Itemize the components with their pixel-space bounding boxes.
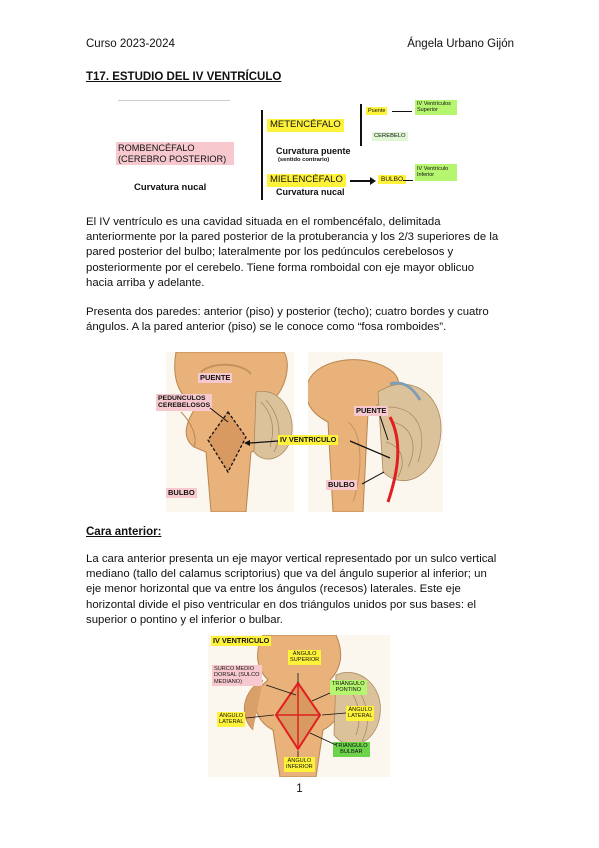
- fig2-angulo-inferior-label: ÁNGULO INFERIOR: [284, 757, 315, 772]
- bulbo-connector: [403, 180, 413, 181]
- fig2-triangulo-bulbar-label: TRIÁNGULO BULBAR: [333, 742, 370, 757]
- p2-line: ángulos. A la pared anterior (piso) se l…: [86, 321, 447, 334]
- puente-connector: [392, 111, 412, 112]
- brainstem-sagittal-illustration: [308, 359, 442, 512]
- curvatura-puente-label: Curvatura puente: [276, 146, 351, 156]
- scheme-top-rule: [118, 100, 230, 101]
- fig1-iv-ventriculo-label: IV VENTRICULO: [278, 435, 339, 446]
- met-bracket: [360, 104, 362, 146]
- fig2-iv-ventriculo-label: IV VENTRICULO: [211, 636, 272, 647]
- p3-line: La cara anterior presenta un eje mayor v…: [86, 553, 497, 565]
- cara-anterior-heading: Cara anterior:: [86, 526, 162, 538]
- page-number: 1: [296, 783, 303, 795]
- fig1-puente-label: PUENTE: [198, 373, 233, 384]
- p3-line: eje menor horizontal que va entre los án…: [86, 583, 461, 596]
- p1-line: pared posterior del bulbo; lateralmente …: [86, 246, 454, 259]
- fig1-bulbo-left-label: BULBO: [166, 488, 197, 499]
- puente-label: Puente: [366, 107, 388, 116]
- curvatura-nucal-left: Curvatura nucal: [134, 182, 207, 193]
- walls-paragraph: Presenta dos paredes: anterior (piso) y …: [86, 305, 516, 335]
- p1-line: posteriormente por el cerebelo. Tiene fo…: [86, 261, 475, 274]
- document-title: T17. ESTUDIO DEL IV VENTRÍCULO: [86, 71, 282, 83]
- figure1-pointer-lines: [209, 407, 391, 485]
- p2-line: Presenta dos paredes: anterior (piso) y …: [86, 306, 489, 318]
- figure2-pointer-lines: [245, 673, 347, 757]
- iv-inferior-label: IV Ventrículo Inferior: [415, 164, 457, 181]
- metencefalo-label: METENCÉFALO: [267, 119, 344, 132]
- intro-paragraph: El IV ventrículo es una cavidad situada …: [86, 215, 516, 291]
- fig2-angulo-lateral-left-label: ÁNGULO LATERAL: [217, 712, 246, 727]
- rombencefalo-scheme: ROMBENCÉFALO (CEREBRO POSTERIOR) Curvatu…: [110, 98, 490, 200]
- scheme-bracket: [261, 110, 263, 200]
- iv-superior-label: IV Ventrículos Superior: [415, 100, 457, 115]
- fig2-angulo-superior-label: ÁNGULO SUPERIOR: [288, 650, 322, 665]
- fig2-triangulo-pontino-label: TRIÁNGULO PONTINO: [330, 680, 367, 695]
- bulbo-arrow-head: [370, 177, 376, 185]
- header-course: Curso 2023-2024: [86, 38, 175, 50]
- p1-line: El IV ventrículo es una cavidad situada …: [86, 216, 441, 228]
- bulbo-label: BULBO: [378, 175, 407, 185]
- curvatura-nucal-bottom: Curvatura nucal: [276, 187, 345, 197]
- fig1-bulbo-right-label: BULBO: [326, 480, 357, 491]
- bulbo-arrow-line: [350, 180, 372, 182]
- p3-line: horizontal divide el piso ventricular en…: [86, 598, 477, 611]
- p1-line: anteriormente por la pared posterior de …: [86, 231, 499, 244]
- rombencefalo-label: ROMBENCÉFALO (CEREBRO POSTERIOR): [116, 142, 234, 166]
- header-author: Ángela Urbano Gijón: [407, 38, 514, 50]
- fig2-surco-label: SURCO MEDIO DORSAL (SULCO MEDIANO): [212, 665, 262, 687]
- p1-line: hacia arriba y adelante.: [86, 276, 205, 289]
- fig1-puente-right-label: PUENTE: [354, 406, 389, 417]
- p3-line: superior o pontino y el inferior o bulba…: [86, 613, 283, 626]
- cara-anterior-paragraph: La cara anterior presenta un eje mayor v…: [86, 552, 516, 628]
- fig2-angulo-lateral-right-label: ÁNGULO LATERAL: [346, 706, 375, 721]
- mielencefalo-label: MIELENCÉFALO: [267, 174, 346, 187]
- sentido-contrario-label: (sentido contrario): [278, 157, 330, 163]
- cerebelo-label: CEREBELO: [372, 132, 408, 141]
- p3-line: mediano (tallo del calamus scriptorius) …: [86, 568, 487, 581]
- fig1-pedunculos-label: PEDUNCULOS CEREBELOSOS: [156, 394, 213, 411]
